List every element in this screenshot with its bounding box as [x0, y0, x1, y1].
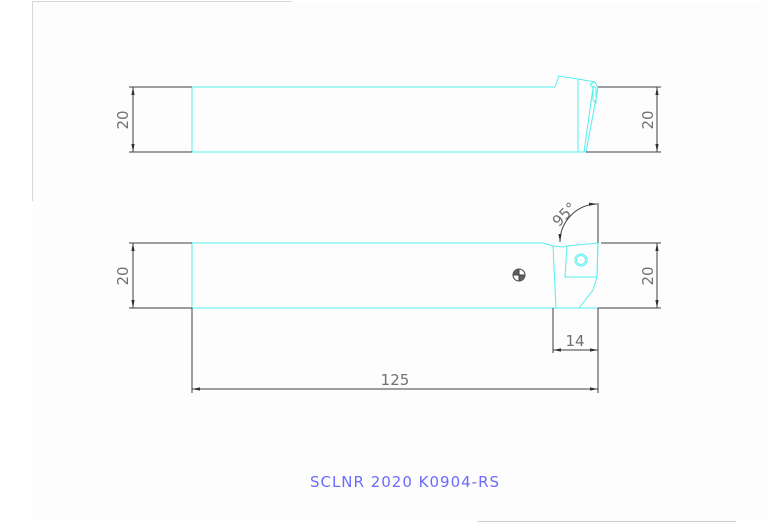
side-view-right-dimension [586, 86, 661, 153]
top-view-left-height-label: 20 [114, 266, 132, 285]
top-view-right-dimension [598, 242, 661, 309]
overall-length-label: 125 [381, 371, 410, 389]
overall-length-dimension [191, 308, 598, 393]
side-view-left-dimension [129, 86, 192, 153]
top-view-left-dimension [129, 242, 192, 309]
top-view-right-height-label: 20 [639, 266, 657, 285]
side-view-outline [191, 75, 599, 153]
sheet-border-bottom [478, 521, 736, 522]
side-view-right-height-label: 20 [639, 110, 657, 129]
angle-dimension [558, 202, 599, 243]
sheet-border-left [32, 2, 33, 201]
drawing-title: SCLNR 2020 K0904-RS [310, 473, 500, 491]
clamp-screw-symbol [512, 268, 526, 282]
sheet-border-top [32, 1, 292, 2]
side-view: 20 20 [114, 75, 661, 153]
side-view-left-height-label: 20 [114, 110, 132, 129]
drawing-sheet [32, 2, 767, 521]
head-length-label: 14 [565, 332, 584, 350]
head-length-dimension [552, 308, 599, 393]
top-view: 20 20 95° 14 125 [114, 199, 661, 393]
angle-label: 95° [549, 199, 581, 231]
top-view-outline [191, 242, 599, 309]
